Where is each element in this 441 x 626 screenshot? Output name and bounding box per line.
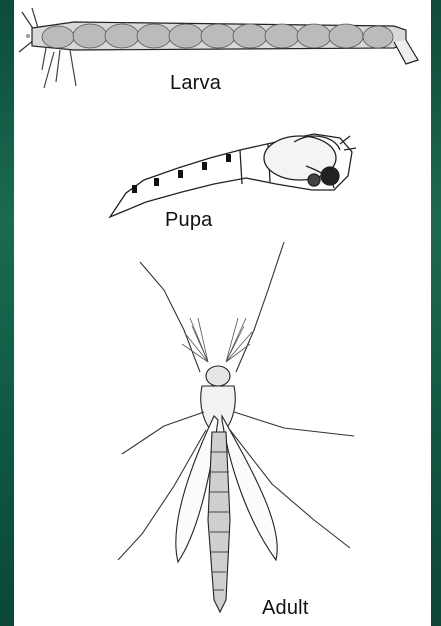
- pupa-label: Pupa: [165, 209, 213, 232]
- mosquito-life-cycle-illustration: [14, 0, 431, 626]
- larva-label: Larva: [170, 72, 221, 95]
- left-background-strip: [0, 0, 14, 626]
- pupa-drawing: [110, 134, 356, 217]
- adult-label: Adult: [262, 597, 309, 620]
- adult-mosquito-drawing: [118, 242, 354, 612]
- right-background-strip: [431, 0, 441, 626]
